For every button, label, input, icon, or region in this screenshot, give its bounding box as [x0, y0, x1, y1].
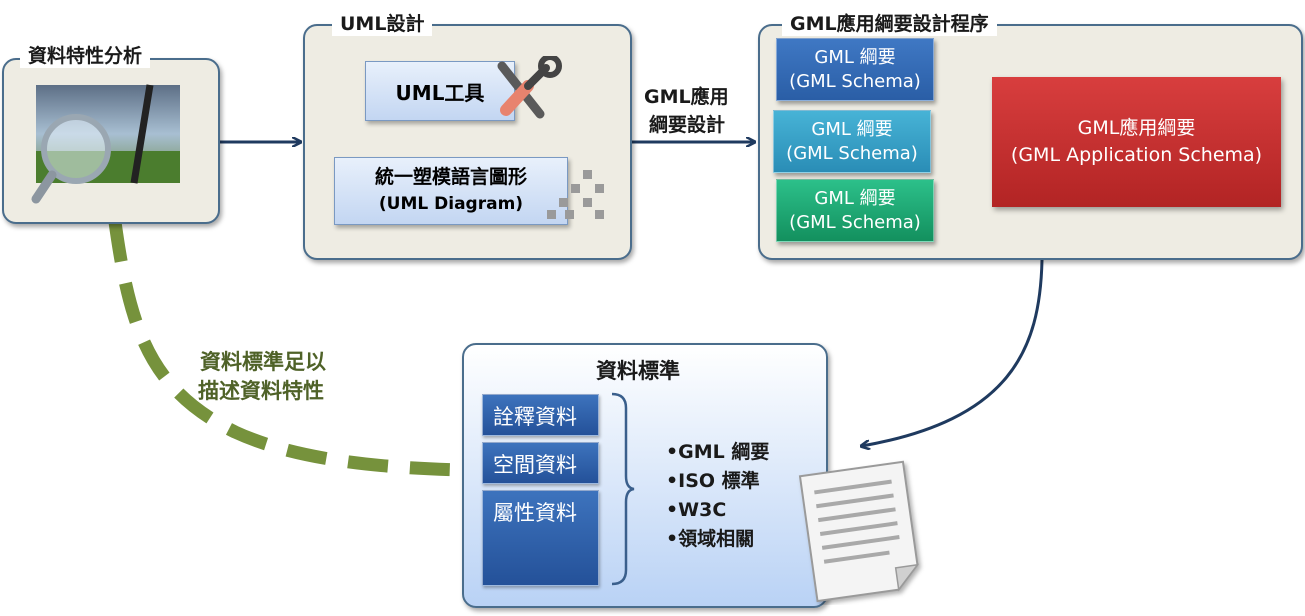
uml-design-title: UML設計 — [332, 12, 433, 36]
magnifier-photo-icon — [30, 83, 182, 205]
gml-schema-2-line2: (GML Schema) — [786, 142, 918, 164]
gml-app-schema-line1: GML應用綱要 — [1077, 117, 1196, 139]
gml-schema-3-line1: GML 綱要 — [814, 187, 896, 209]
gml-process-title: GML應用綱要設計程序 — [782, 12, 997, 36]
gml-design-label-line1: GML應用 — [644, 86, 729, 108]
arrow-gml-to-standard — [862, 259, 1044, 446]
gml-app-schema-box: GML應用綱要 (GML Application Schema) — [992, 77, 1281, 207]
tools-icon — [484, 54, 564, 128]
gml-schema-box-1: GML 綱要 (GML Schema) — [776, 38, 934, 101]
data-standard-title: 資料標準 — [596, 359, 680, 383]
dashed-label-line2: 描述資料特性 — [198, 379, 324, 403]
brace — [611, 392, 635, 586]
hierarchy-icon — [545, 160, 615, 222]
gml-schema-3-line2: (GML Schema) — [789, 211, 921, 233]
uml-diagram-box: 統一塑模語言圖形 (UML Diagram) — [334, 157, 568, 225]
standard-bullet-domain: •領域相關 — [666, 528, 755, 550]
uml-tool-label: UML工具 — [395, 80, 485, 105]
dashed-label-line1: 資料標準足以 — [200, 350, 326, 374]
document-icon — [786, 455, 926, 605]
gml-schema-2-line1: GML 綱要 — [811, 118, 893, 140]
uml-tool-box: UML工具 — [365, 61, 515, 121]
category-spatial: 空間資料 — [482, 442, 599, 484]
category-spatial-label: 空間資料 — [493, 453, 577, 477]
category-attribute: 屬性資料 — [482, 490, 599, 586]
standard-bullet-iso: •ISO 標準 — [666, 470, 760, 492]
uml-diagram-line1: 統一塑模語言圖形 — [374, 166, 527, 188]
category-metadata-label: 詮釋資料 — [493, 405, 577, 429]
uml-diagram-line2: (UML Diagram) — [378, 194, 524, 214]
gml-schema-1-line1: GML 綱要 — [814, 46, 896, 68]
gml-schema-1-line2: (GML Schema) — [789, 70, 921, 92]
gml-schema-box-3: GML 綱要 (GML Schema) — [776, 179, 934, 242]
gml-schema-box-2: GML 綱要 (GML Schema) — [773, 110, 931, 173]
standard-bullet-gml: •GML 綱要 — [666, 441, 770, 463]
category-attribute-label: 屬性資料 — [493, 501, 577, 525]
data-analysis-title: 資料特性分析 — [20, 44, 151, 68]
gml-app-schema-line2: (GML Application Schema) — [1010, 144, 1263, 166]
category-metadata: 詮釋資料 — [482, 394, 599, 436]
standard-bullet-w3c: •W3C — [666, 499, 727, 521]
gml-design-label-line2: 綱要設計 — [649, 114, 726, 136]
dashed-connector — [108, 221, 463, 477]
